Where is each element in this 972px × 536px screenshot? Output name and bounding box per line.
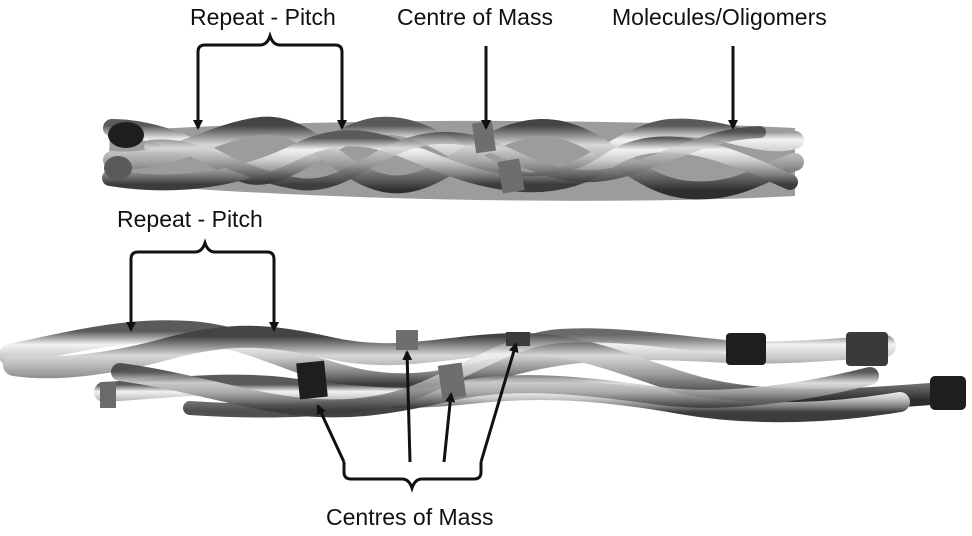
bottom-end-cap-right-lower	[930, 376, 966, 410]
annotation-lines	[126, 31, 738, 493]
bottom-strand-5	[183, 328, 747, 418]
bottom-end-cap-mid	[726, 333, 766, 365]
top-end-cap-upper	[108, 122, 144, 148]
bottom-com-tape-2	[396, 330, 418, 350]
centres-arrow-4	[479, 342, 519, 463]
repeat-pitch-bracket-top	[196, 31, 344, 62]
centres-arrow-3	[442, 392, 456, 463]
repeat-pitch-bracket-bottom	[129, 238, 276, 268]
repeat-pitch-label-bottom: Repeat - Pitch	[117, 206, 263, 232]
top-strand-3	[102, 130, 798, 193]
top-com-tape-1	[472, 120, 496, 154]
repeat-pitch-label-top: Repeat - Pitch	[190, 4, 336, 30]
centres-arrow-1	[316, 404, 346, 463]
top-end-cap-lower	[104, 156, 132, 180]
molecules-oligomers-label: Molecules/Oligomers	[612, 4, 827, 30]
centres-of-mass-label: Centres of Mass	[326, 504, 494, 530]
bottom-com-tape-1	[296, 360, 328, 400]
centres-arrow-2	[402, 350, 413, 463]
bottom-end-cap-right-upper	[846, 332, 888, 366]
centres-of-mass-bracket	[342, 462, 483, 493]
bottom-end-cap-left	[100, 382, 116, 408]
centre-of-mass-label: Centre of Mass	[397, 4, 553, 30]
top-com-tape-2	[497, 158, 525, 194]
bottom-helix-bundle	[0, 320, 966, 423]
bottom-com-tape-3	[437, 362, 467, 400]
bottom-com-tape-4	[506, 332, 530, 346]
top-helix-bundle	[102, 116, 804, 201]
top-strand-4	[144, 126, 766, 191]
